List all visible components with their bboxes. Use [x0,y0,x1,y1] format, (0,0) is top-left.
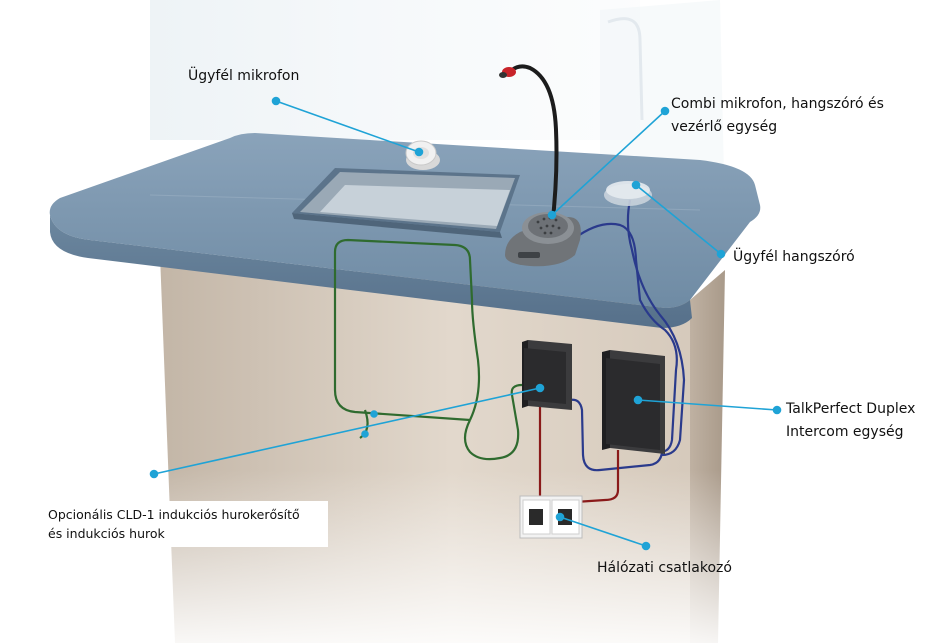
leader-lines [149,96,782,551]
power-outlet [519,495,583,539]
label-loop-amplifier: Opcionális CLD-1 indukciós hurokerősítő … [42,501,328,547]
label-intercom-line1: TalkPerfect Duplex [786,401,916,417]
customer-speaker [604,181,652,206]
label-loop-amplifier-line1: Opcionális CLD-1 indukciós hurokerősítő [48,507,300,522]
combi-microphone-unit [499,64,581,267]
label-combi-unit-line2: vezérlő egység [671,119,778,135]
label-intercom-line2: Intercom egység [786,424,904,440]
label-customer-microphone: Ügyfél mikrofon [188,68,300,84]
label-loop-amplifier-line2: és indukciós hurok [48,526,165,541]
blue-cables [569,199,686,472]
counter-top [49,133,761,328]
label-customer-speaker: Ügyfél hangszóró [733,249,855,265]
loop-amplifier-box [522,340,572,410]
label-power-outlet: Hálózati csatlakozó [597,560,732,576]
label-combi-unit-line1: Combi mikrofon, hangszóró és [671,96,884,112]
